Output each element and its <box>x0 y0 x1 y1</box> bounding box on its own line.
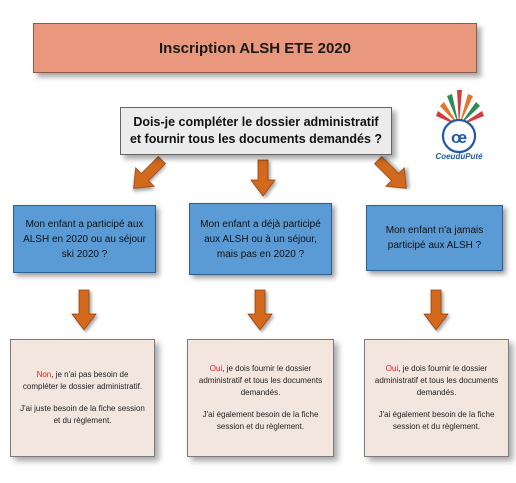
branch-3-condition-text: Mon enfant n'a jamais participé aux ALSH… <box>385 225 484 251</box>
arrow-branch-3-to-answer <box>423 289 449 331</box>
branch-1-extra: J'ai juste besoin de la fiche session et… <box>20 404 145 425</box>
title-banner: Inscription ALSH ETE 2020 <box>33 23 477 73</box>
branch-1-answer-rest: , je n'ai pas besoin de compléter le dos… <box>22 370 143 391</box>
arrow-branch-1-to-answer <box>71 289 97 331</box>
branch-2-answer-line: Oui, je dois fournir le dossier administ… <box>196 363 325 399</box>
branch-2-condition-text: Mon enfant a déjà participé aux ALSH ou … <box>200 218 321 260</box>
arrow-question-to-branch-1 <box>133 155 167 189</box>
branch-3-answer-rest: , je dois fournir le dossier administrat… <box>374 364 499 397</box>
logo-text: CoeuduPuté <box>435 152 483 161</box>
page-title: Inscription ALSH ETE 2020 <box>159 39 351 57</box>
arrow-question-to-branch-2 <box>250 159 276 197</box>
svg-text:œ: œ <box>451 128 467 147</box>
branch-1-condition: Mon enfant a participé aux ALSH en 2020 … <box>13 205 156 273</box>
feather-headdress-logo-icon: œ <box>436 90 484 154</box>
question-box: Dois-je compléter le dossier administrat… <box>120 107 392 155</box>
arrow-branch-2-to-answer <box>247 289 273 331</box>
branch-3-answer-word: Oui <box>385 364 399 373</box>
branch-1-answer-word: Non <box>36 370 52 379</box>
question-text: Dois-je compléter le dossier administrat… <box>129 115 383 146</box>
branch-3-extra: J'ai également besoin de la fiche sessio… <box>378 410 495 431</box>
branch-2-answer-rest: , je dois fournir le dossier administrat… <box>198 364 323 397</box>
arrow-question-to-branch-3 <box>373 155 407 189</box>
branch-1-answer: Non, je n'ai pas besoin de compléter le … <box>10 339 155 457</box>
branch-2-extra: J'ai également besoin de la fiche sessio… <box>202 410 319 431</box>
branch-2-answer: Oui, je dois fournir le dossier administ… <box>187 339 334 457</box>
branch-3-answer-line: Oui, je dois fournir le dossier administ… <box>373 363 500 399</box>
branch-3-condition: Mon enfant n'a jamais participé aux ALSH… <box>366 205 503 271</box>
branch-1-answer-line: Non, je n'ai pas besoin de compléter le … <box>19 369 146 393</box>
branch-3-answer: Oui, je dois fournir le dossier administ… <box>364 339 509 457</box>
branch-1-condition-text: Mon enfant a participé aux ALSH en 2020 … <box>23 218 146 260</box>
branch-2-answer-word: Oui <box>209 364 223 373</box>
branch-2-condition: Mon enfant a déjà participé aux ALSH ou … <box>189 203 332 275</box>
